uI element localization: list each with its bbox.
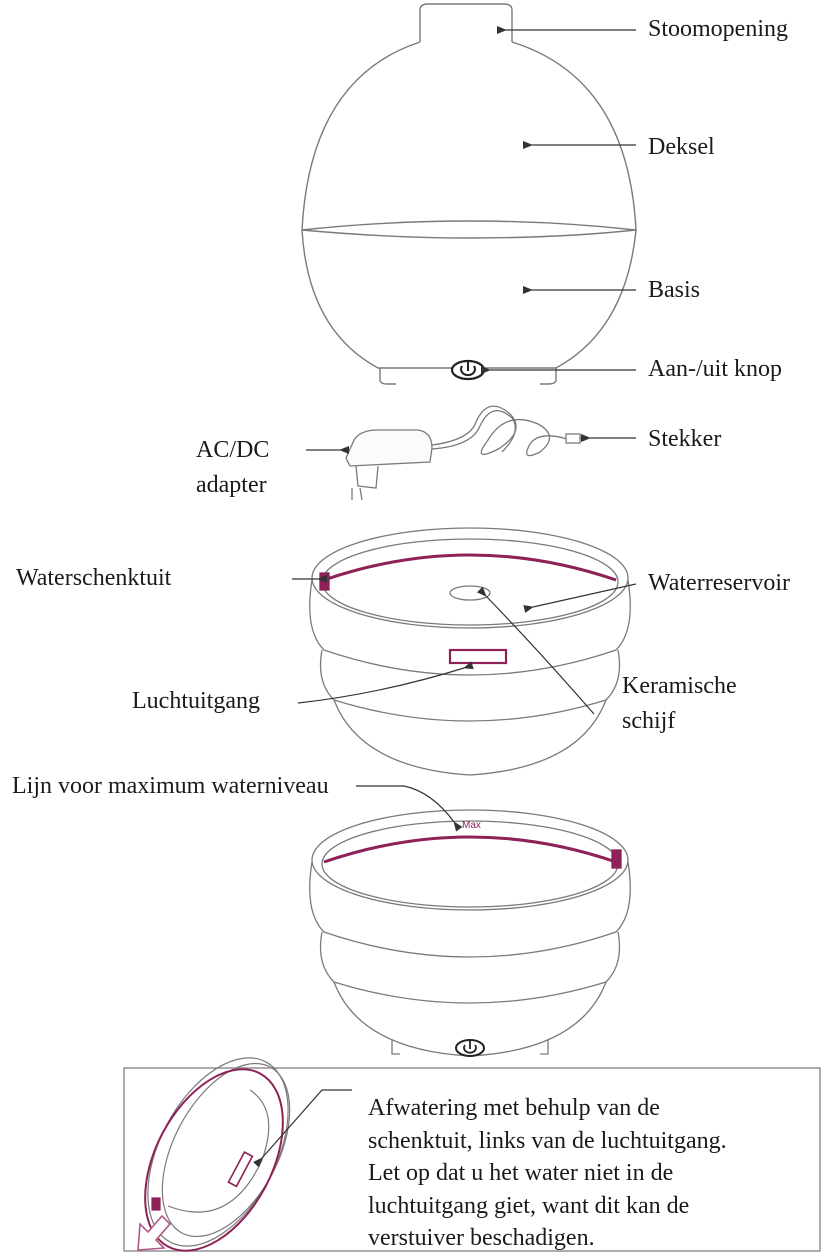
max-line-ring (323, 553, 617, 582)
label-ceramic-line1: Keramische (622, 673, 737, 699)
label-steam-opening: Stoomopening (648, 16, 789, 42)
open-base (309, 527, 631, 776)
steam-opening-nozzle (419, 3, 513, 42)
air-outlet-rect (448, 648, 508, 665)
leader-max-line (356, 785, 463, 832)
label-air-outlet: Luchtuitgang (132, 688, 260, 714)
label-lid: Deksel (648, 134, 715, 160)
cable (431, 405, 571, 457)
base-max-level (309, 809, 631, 1057)
arrow-down-left-icon (137, 1214, 172, 1251)
leader-drain (253, 1089, 352, 1168)
drain-note-line: verstuiver beschadigen. (368, 1225, 595, 1251)
power-icon (455, 1039, 485, 1057)
lid-outline (301, 41, 637, 239)
label-max-line: Lijn voor maximum waterniveau (12, 773, 329, 799)
leader-reservoir (523, 583, 637, 613)
ceramic-disc (449, 585, 491, 601)
foot-right (540, 368, 557, 385)
base-outline (301, 229, 637, 369)
leader-ceramic (476, 586, 595, 715)
adapter-illustration (345, 405, 588, 501)
label-reservoir: Waterreservoir (648, 570, 790, 596)
label-adapter-line2: adapter (196, 472, 267, 498)
label-spout: Waterschenktuit (16, 565, 172, 591)
foot-left (379, 368, 396, 385)
label-power-button: Aan-/uit knop (648, 356, 782, 382)
spout-marker (319, 572, 330, 591)
plug-tip (565, 433, 581, 444)
label-adapter-line1: AC/DC (196, 437, 270, 463)
drain-note-line: Afwatering met behulp van de (368, 1095, 660, 1121)
label-base: Basis (648, 277, 701, 303)
drain-note-line: Let op dat u het water niet in de (368, 1160, 674, 1186)
drain-box (123, 1057, 821, 1252)
power-button-icon[interactable] (450, 359, 486, 381)
drain-note-line: schenktuit, links van de luchtuitgang. (368, 1127, 727, 1154)
label-ceramic-line2: schijf (622, 708, 676, 734)
label-plug: Stekker (648, 426, 722, 452)
assembled-diffuser (301, 3, 637, 385)
max-mark: Max (462, 820, 481, 831)
lid-base-seam (301, 220, 637, 231)
drain-note-line: luchtuitgang giet, want dit kan de (368, 1192, 690, 1219)
drain-note: Afwatering met behulp van de schenktuit,… (368, 1092, 818, 1255)
leader-air-outlet (297, 661, 474, 704)
